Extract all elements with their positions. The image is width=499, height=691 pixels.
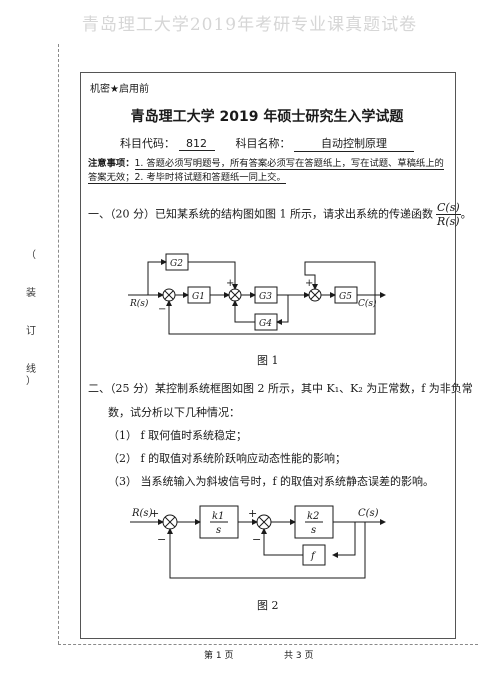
- block-g2-label: G2: [170, 259, 183, 269]
- question-2-line-2: 数，试分析以下几种情况：: [108, 406, 240, 419]
- exam-frame: [80, 72, 456, 639]
- binding-dashed-line: [58, 44, 59, 644]
- fraction-denominator: R(s): [437, 215, 460, 228]
- exam-title: 青岛理工大学 2019 年硕士研究生入学试题: [130, 109, 404, 125]
- fig1-output-label: C(s): [358, 298, 377, 309]
- question-2-sub-3: （3） 当系统输入为斜坡信号时，f 的取值对系统静态误差的影响。: [108, 475, 435, 488]
- notice-item-1: 1. 答题必须写明题号，所有答案必须写在答题纸上，写在试题、草稿纸上的答案无效；: [88, 158, 444, 184]
- side-char: （: [26, 250, 36, 261]
- sign-plus: +: [150, 507, 159, 520]
- side-char: 订: [26, 326, 36, 337]
- feedback-f-label: f: [310, 551, 317, 562]
- sign-plus: +: [248, 507, 257, 520]
- subject-line: 科目代码： 812 科目名称： 自动控制原理: [80, 135, 454, 152]
- block-g1-label: G1: [192, 292, 205, 302]
- question-2-line-1: 二、（25 分）某控制系统框图如图 2 所示，其中 K₁、K₂ 为正常数，f 为…: [88, 382, 473, 395]
- question-2-sub-1: （1） f 取何值时系统稳定；: [108, 429, 248, 442]
- figure-1-caption: 图 1: [257, 354, 279, 367]
- notice-item-2: 2. 考毕时将试题和答题纸一同上交。: [134, 172, 286, 184]
- side-char: 装: [26, 288, 36, 299]
- question-2-sub-2: （2） f 的取值对系统阶跃响应动态性能的影响；: [108, 452, 347, 465]
- block-1-denominator: s: [216, 525, 221, 536]
- notice-label: 注意事项：: [88, 158, 135, 169]
- block-2-numerator: k2: [307, 511, 319, 522]
- bottom-dashed-line: [58, 644, 478, 645]
- exam-notice: 注意事项：1. 答题必须写明题号，所有答案必须写在答题纸上，写在试题、草稿纸上的…: [88, 157, 448, 185]
- question-1-tail: 。: [460, 207, 472, 221]
- side-char: 线: [26, 364, 36, 375]
- sign-minus: −: [158, 304, 166, 315]
- block-g4-label: G4: [259, 319, 272, 329]
- page-number: 第 1 页: [204, 651, 234, 661]
- fig1-input-label: R(s): [129, 298, 149, 309]
- fraction-numerator: C(s): [435, 201, 461, 215]
- question-1-text: 一、（20 分）已知某系统的结构图如图 1 所示，请求出系统的传递函数: [88, 207, 433, 221]
- block-2-denominator: s: [311, 525, 316, 536]
- fig2-output-label: C(s): [358, 508, 379, 519]
- subject-name-label: 科目名称：: [235, 137, 291, 150]
- binding-line-label: （ 装 订 线 ）: [24, 250, 38, 388]
- subject-code: 812: [178, 137, 215, 151]
- sign-plus: +: [226, 278, 234, 289]
- total-pages: 共 3 页: [284, 651, 314, 661]
- side-char: ）: [26, 376, 36, 387]
- block-g5-label: G5: [339, 292, 352, 302]
- confidential-label: 机密★启用前: [90, 84, 149, 95]
- sign-plus: +: [305, 278, 313, 289]
- sign-minus: −: [157, 533, 166, 546]
- block-g3-label: G3: [259, 292, 272, 302]
- transfer-fraction: C(s)R(s): [435, 201, 461, 228]
- subject-code-label: 科目代码：: [120, 137, 175, 150]
- fig2-input-label: R(s): [131, 508, 153, 519]
- watermark-text: 青岛理工大学2019年考研专业课真题试卷: [81, 15, 418, 35]
- sign-minus: −: [252, 533, 261, 546]
- block-1-numerator: k1: [212, 511, 224, 522]
- subject-name: 自动控制原理: [294, 135, 414, 152]
- figure-2-caption: 图 2: [257, 599, 279, 612]
